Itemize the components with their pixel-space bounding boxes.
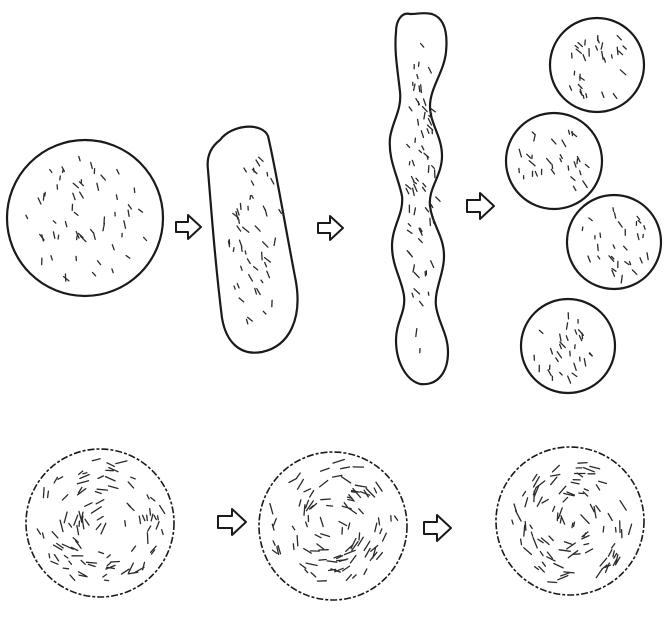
texture-mark [617,47,618,54]
texture-mark [613,208,614,212]
row-1-sequence [7,13,661,393]
texture-mark [150,509,151,516]
texture-mark [568,166,569,170]
texture-mark [574,522,575,526]
texture-mark [583,95,584,98]
texture-mark [49,554,50,558]
texture-mark [97,489,107,490]
texture-mark [105,580,109,581]
textured-sphere [26,449,174,597]
texture-mark [428,166,429,173]
texture-mark [577,159,578,164]
texture-mark [557,513,558,521]
texture-mark [327,506,333,507]
texture-mark [111,562,120,563]
texture-mark [419,86,420,92]
texture-mark [603,526,604,532]
texture-mark [521,539,522,545]
texture-mark [428,292,429,295]
texture-mark [254,168,255,172]
texture-mark [147,533,148,544]
texture-mark [524,525,525,536]
texture-mark [598,244,599,250]
texture-mark [240,204,241,210]
texture-mark [250,196,251,200]
texture-mark [430,218,431,225]
texture-mark [239,219,240,223]
beaded-filament [390,13,448,384]
arrow-icon [467,193,494,219]
texture-mark [267,173,268,177]
texture-mark [421,85,422,93]
texture-mark [582,227,583,231]
texture-mark [319,560,326,561]
elongated-body [208,127,298,353]
texture-mark [525,522,526,531]
texture-mark [352,492,357,493]
daughter-sphere [550,18,644,112]
row-2-sequence [26,447,644,600]
texture-mark [48,491,49,497]
daughter-sphere [567,195,661,289]
daughter-sphere [521,299,615,393]
texture-mark [359,533,360,540]
texture-mark [245,251,246,254]
texture-mark [572,523,573,528]
texture-mark [116,195,117,200]
textured-sphere [259,452,407,600]
texture-mark [612,55,613,58]
arrow-icon [218,509,246,535]
texture-mark [552,165,553,169]
arrow-icon [424,515,451,541]
texture-mark [125,521,126,527]
texture-mark [297,536,298,546]
texture-mark [158,516,159,520]
texture-mark [43,488,44,498]
arrow-icon [176,215,201,239]
texture-mark [616,528,617,533]
texture-mark [585,40,586,45]
large-sphere [7,140,163,296]
texture-mark [293,544,294,550]
texture-mark [233,248,234,252]
texture-mark [45,192,46,195]
texture-mark [578,463,587,464]
texture-mark [147,515,148,520]
textured-sphere [496,447,644,595]
arrow-icon [318,216,343,240]
texture-mark [419,62,420,66]
texture-mark [77,236,78,240]
texture-mark [436,197,440,201]
texture-mark [427,156,428,159]
texture-mark [58,235,59,239]
texture-mark [63,568,68,569]
texture-mark [418,119,419,125]
texture-mark [321,499,331,500]
texture-mark [87,562,97,563]
texture-mark [43,194,44,201]
texture-mark [548,582,557,583]
texture-mark [242,247,243,251]
texture-mark [60,176,61,180]
texture-mark [600,233,601,237]
daughter-sphere [506,113,602,209]
texture-mark [586,94,587,98]
texture-mark [573,554,580,555]
texture-mark [433,217,434,223]
texture-mark [304,505,305,515]
